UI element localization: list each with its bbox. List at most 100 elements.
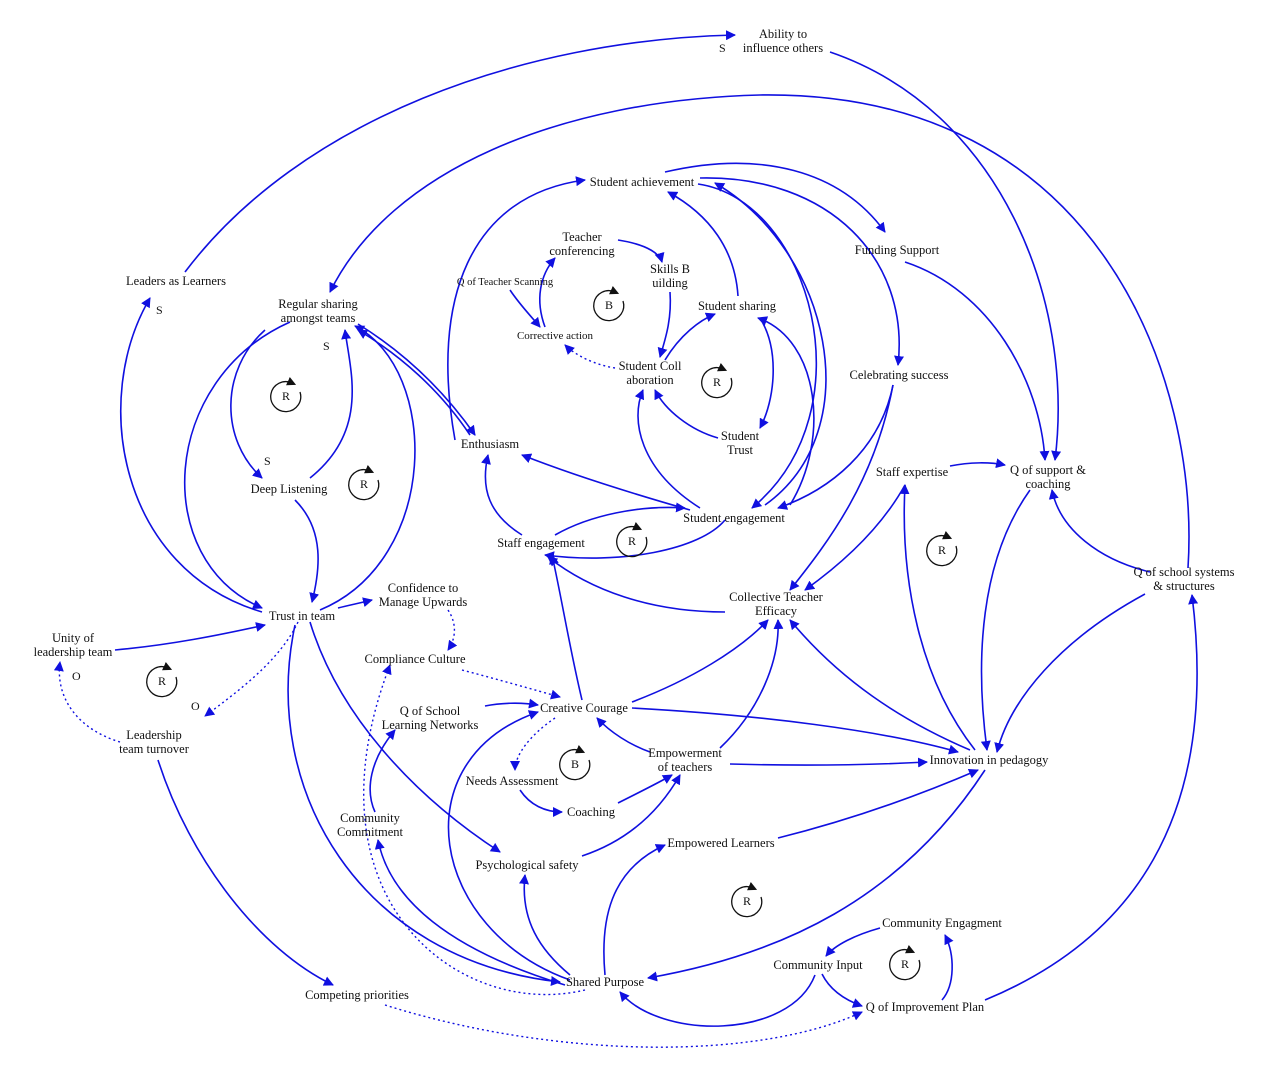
svg-text:B: B xyxy=(605,298,613,312)
link-trust-turnover xyxy=(204,621,299,717)
loop-indicators: R R B R R R R R xyxy=(146,286,958,981)
link-coaching-empowerment xyxy=(617,774,673,804)
node-corrective-action: Corrective action xyxy=(517,330,594,342)
link-trust-psych xyxy=(309,621,501,853)
loop-indicator: R xyxy=(146,662,178,698)
link-empowerment-innovation xyxy=(729,757,928,768)
link-expertise-qsupport xyxy=(949,458,1006,469)
node-celebrating-success: Celebrating success xyxy=(850,368,949,382)
dotted-links xyxy=(53,344,863,1048)
link-trust-regular xyxy=(319,325,416,611)
link-expertise-cte xyxy=(804,484,906,591)
node-enthusiasm: Enthusiasm xyxy=(461,437,520,451)
link-compliance-creative xyxy=(461,669,561,700)
loop-indicator: R xyxy=(701,363,733,399)
link-sharedpurpose-commitment xyxy=(374,839,566,986)
link-turnover-competing xyxy=(157,759,334,986)
svg-text:R: R xyxy=(158,674,166,688)
node-q-school-systems: Q of school systems& structures xyxy=(1133,565,1234,593)
link-studenteng-staffeng xyxy=(544,519,726,562)
loop-indicator: B xyxy=(559,745,591,781)
link-needs-coaching xyxy=(519,789,563,817)
loop-indicator: R xyxy=(270,377,302,413)
link-trust-sharedpurpose xyxy=(287,624,561,986)
link-trust-confidence xyxy=(337,597,373,609)
link-deep-trust xyxy=(294,499,320,603)
link-achievement-celebrating xyxy=(699,177,904,366)
link-empoweredlearners-innovation xyxy=(777,768,979,839)
link-funding-qsupport xyxy=(904,261,1050,461)
node-shared-purpose: Shared Purpose xyxy=(566,975,645,989)
node-q-improvement-plan: Q of Improvement Plan xyxy=(866,1000,985,1014)
link-innovation-sharedpurpose xyxy=(647,769,986,982)
link-staffeng-studenteng xyxy=(554,502,686,536)
link-trust-leaders xyxy=(120,297,263,613)
link-sharedpurpose-empoweredlearners xyxy=(603,844,666,976)
polarity-label: S xyxy=(264,454,271,468)
polarity-label: S xyxy=(323,339,330,353)
link-input-improvement xyxy=(821,973,863,1008)
link-creative-needs xyxy=(510,717,556,771)
link-leaders-ability xyxy=(184,30,736,273)
node-deep-listening: Deep Listening xyxy=(251,482,328,496)
link-innovation-expertise xyxy=(899,484,976,751)
node-q-support-coaching: Q of support &coaching xyxy=(1010,463,1086,491)
link-creative-cte xyxy=(631,619,769,703)
loop-indicator: B xyxy=(593,286,625,322)
link-celebrating-cte xyxy=(789,384,894,591)
link-teacherconf-skills xyxy=(617,239,665,263)
link-empowerment-creative xyxy=(596,717,651,753)
svg-text:R: R xyxy=(360,477,368,491)
link-regular-enthusiasm xyxy=(357,323,476,436)
node-competing-priorities: Competing priorities xyxy=(305,988,409,1002)
node-compliance-culture: Compliance Culture xyxy=(364,652,465,666)
link-competing-improvement xyxy=(384,1004,863,1048)
node-empowered-learners: Empowered Learners xyxy=(667,836,774,850)
link-improvement-qsystems xyxy=(984,594,1199,1001)
link-regular-deep xyxy=(230,329,266,479)
link-empowerment-cte xyxy=(719,619,784,749)
node-leaders-as-learners: Leaders as Learners xyxy=(126,274,226,288)
svg-text:R: R xyxy=(938,543,946,557)
link-qsystems-innovation xyxy=(994,593,1146,753)
causal-links xyxy=(114,30,1199,1027)
node-trust-in-team: Trust in team xyxy=(269,609,335,623)
link-sharedpurpose-psych xyxy=(519,874,571,976)
link-unity-trust xyxy=(114,622,266,651)
link-studenteng-collab xyxy=(634,389,701,509)
svg-text:R: R xyxy=(743,894,751,908)
svg-text:B: B xyxy=(571,757,579,771)
link-innovation-cte xyxy=(789,619,971,751)
node-student-sharing: Student sharing xyxy=(698,299,777,313)
node-innovation-pedagogy: Innovation in pedagogy xyxy=(930,753,1049,767)
link-sharedpurpose-creative xyxy=(447,710,571,981)
link-corrective-teacherconf xyxy=(539,257,556,328)
link-input-sharedpurpose xyxy=(619,974,816,1027)
svg-text:R: R xyxy=(282,389,290,403)
loop-indicator: R xyxy=(348,465,380,501)
link-studenteng-achievement xyxy=(714,182,827,506)
link-skills-collab xyxy=(657,291,672,358)
link-turnover-unity xyxy=(53,661,121,743)
node-needs-assessment: Needs Assessment xyxy=(466,774,559,788)
node-student-engagement: Student engagement xyxy=(683,511,785,525)
polarity-label: O xyxy=(191,699,200,713)
link-celebrating-studenteng xyxy=(777,384,894,510)
link-ability-qsupport xyxy=(829,51,1062,461)
link-scanning-corrective xyxy=(509,289,541,328)
link-engagement-input xyxy=(825,927,881,957)
link-creative-innovation xyxy=(631,707,959,755)
loop-indicator: R xyxy=(731,882,763,918)
link-improvement-engagement xyxy=(941,934,954,1001)
link-creative-staffeng xyxy=(549,554,583,701)
